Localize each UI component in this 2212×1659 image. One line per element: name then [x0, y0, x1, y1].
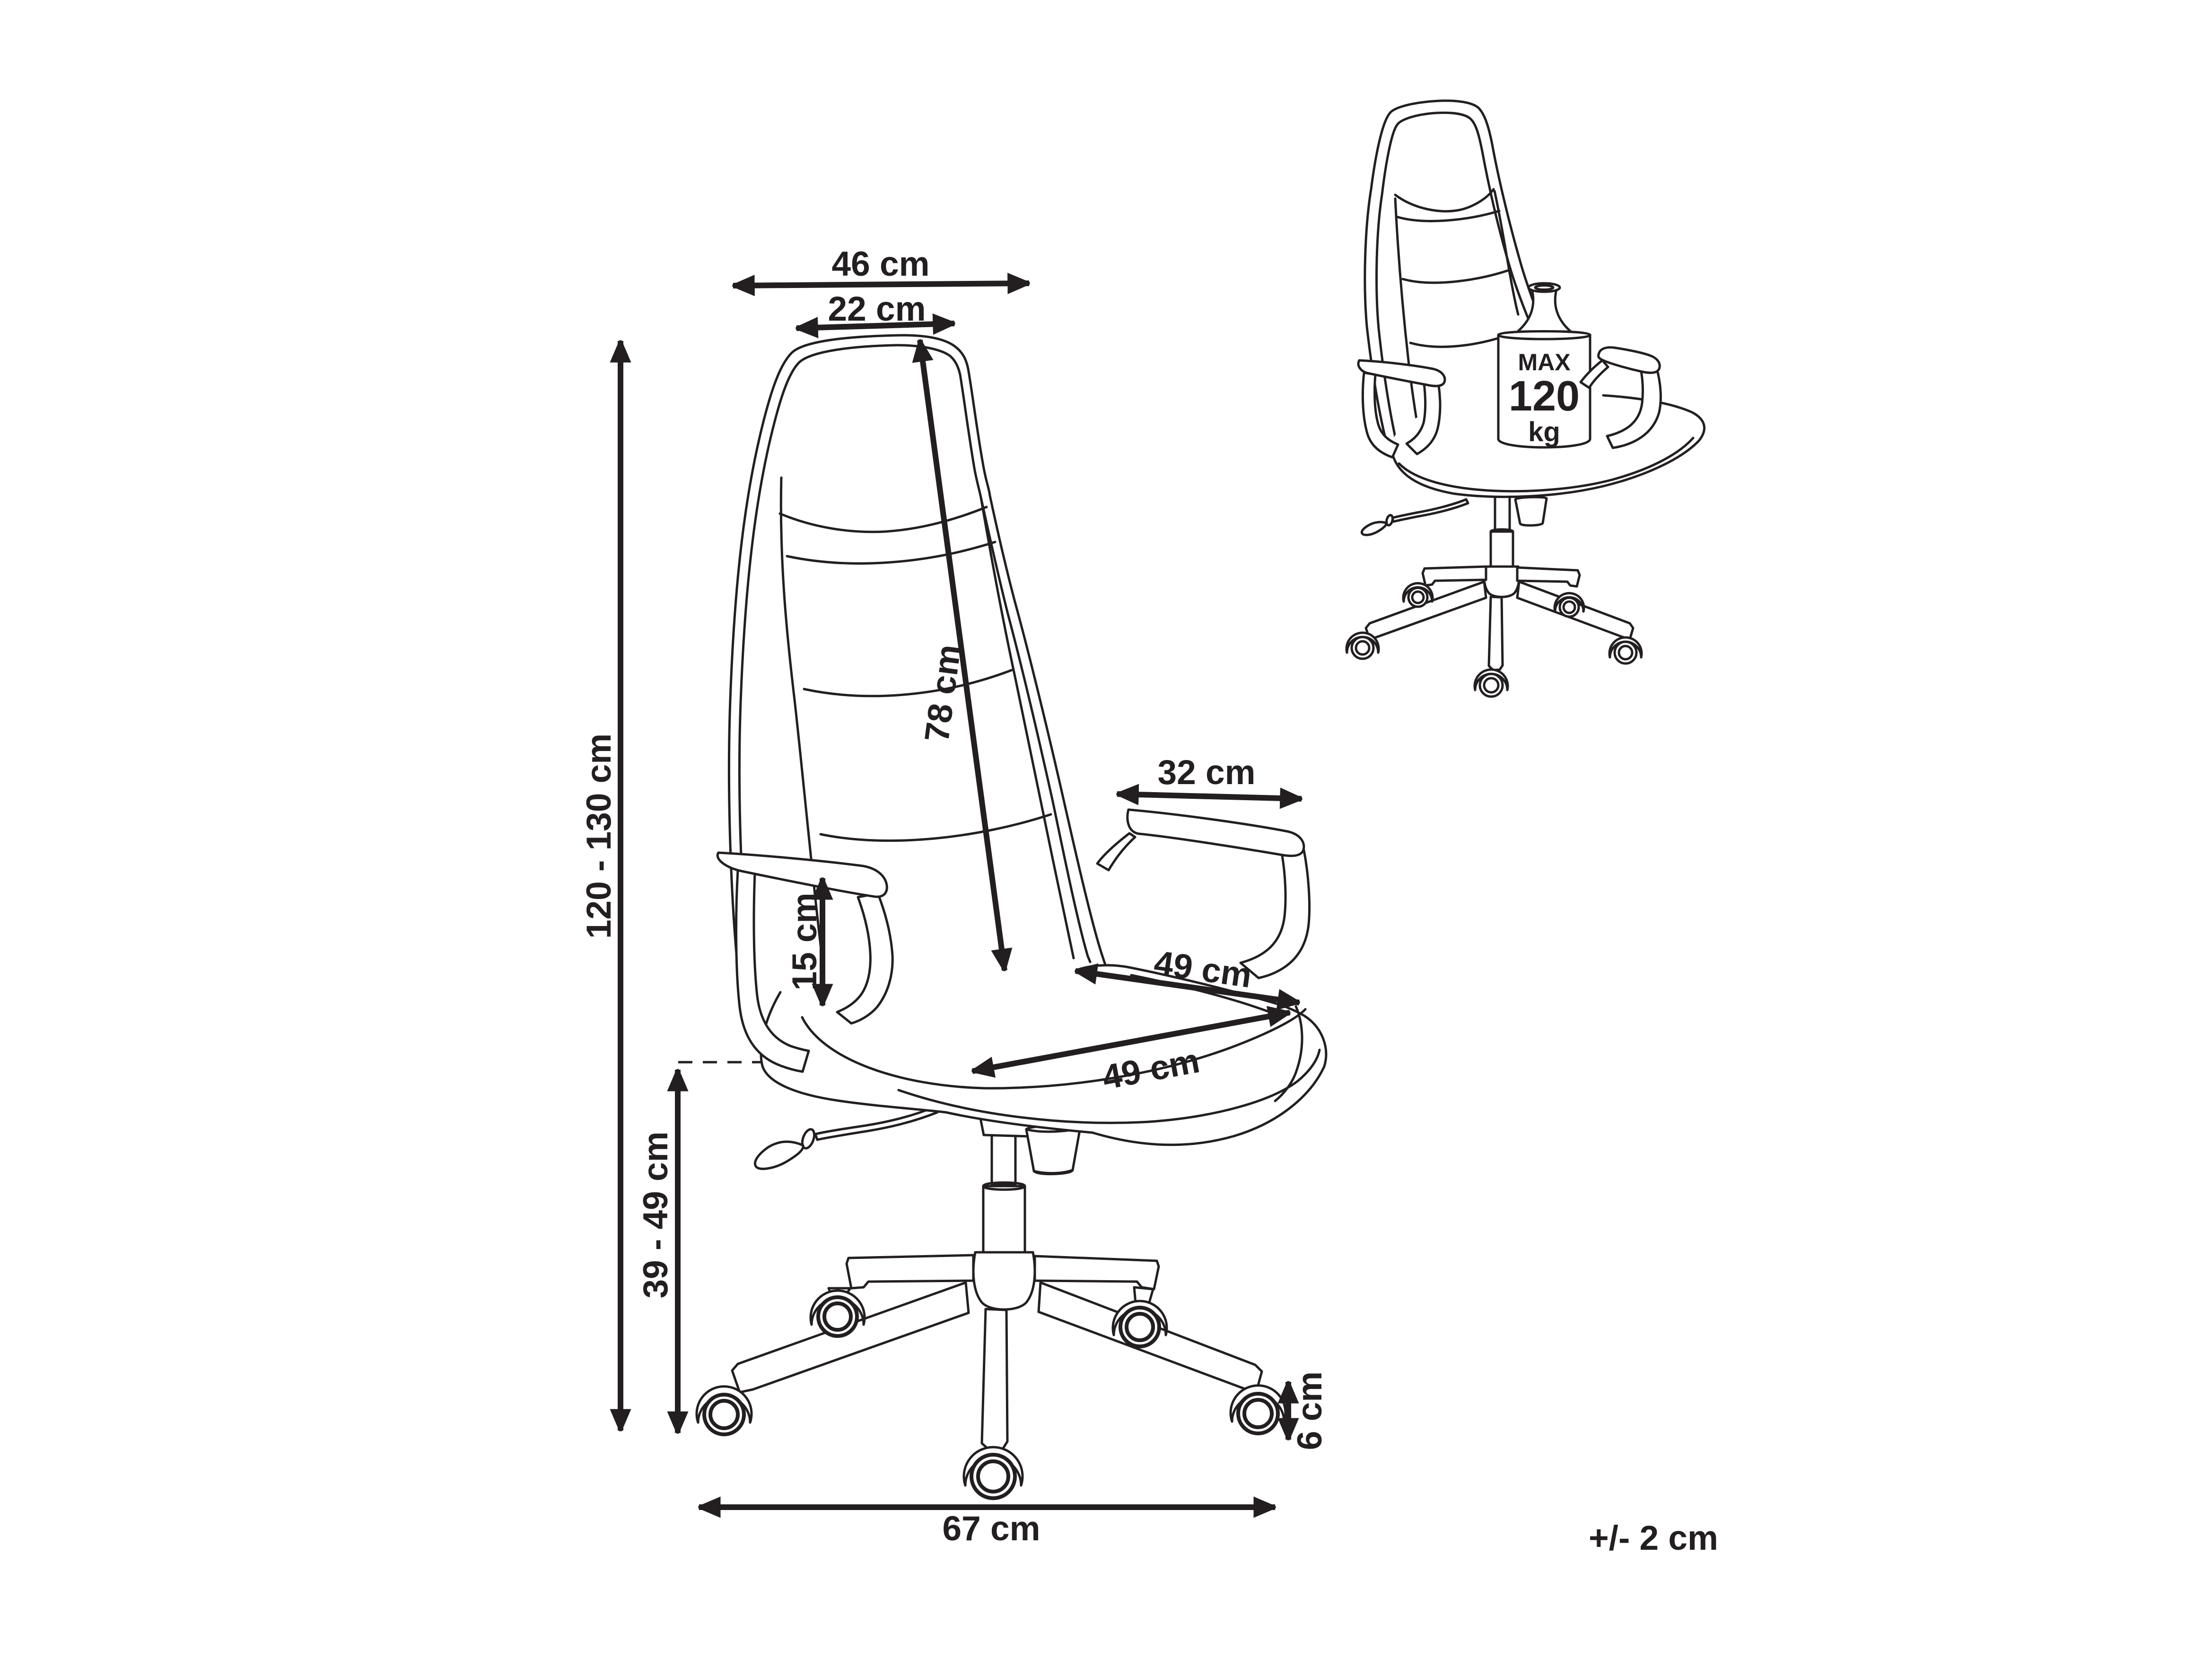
svg-text:6 cm: 6 cm — [1291, 1371, 1329, 1450]
svg-text:32 cm: 32 cm — [1158, 753, 1256, 792]
svg-text:67 cm: 67 cm — [943, 1510, 1040, 1548]
svg-text:46 cm: 46 cm — [832, 245, 930, 283]
svg-text:39 - 49 cm: 39 - 49 cm — [637, 1131, 675, 1298]
svg-text:kg: kg — [1528, 417, 1560, 447]
svg-text:15 cm: 15 cm — [786, 893, 824, 991]
svg-text:MAX: MAX — [1518, 349, 1570, 375]
svg-text:120: 120 — [1509, 373, 1580, 420]
svg-text:120 - 130 cm: 120 - 130 cm — [580, 733, 618, 939]
svg-text:+/- 2 cm: +/- 2 cm — [1589, 1519, 1718, 1557]
svg-text:22 cm: 22 cm — [828, 290, 926, 328]
